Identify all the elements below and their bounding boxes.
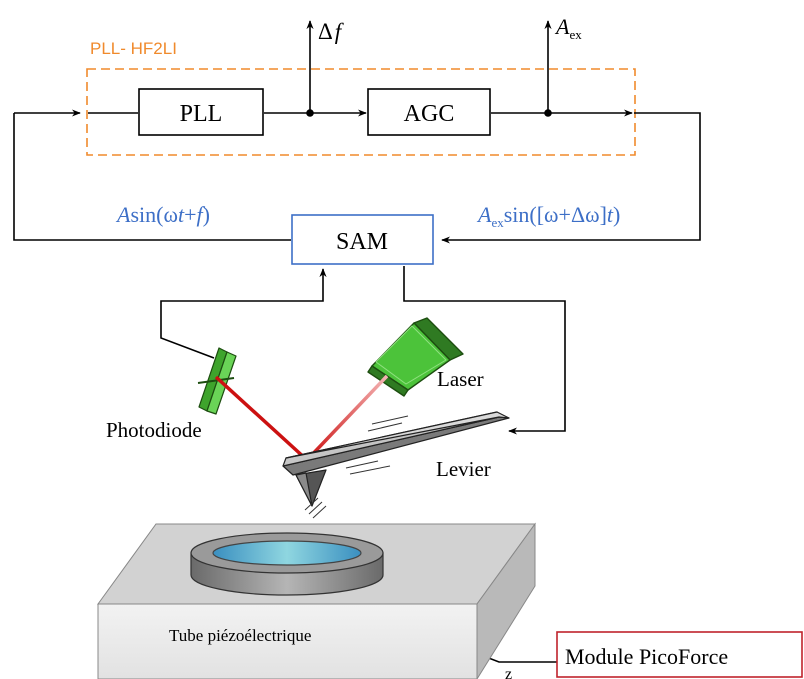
laser-label: Laser [437, 367, 484, 391]
laser-beam-reflected [214, 375, 309, 462]
levier-label: Levier [436, 457, 491, 481]
photodiode-label: Photodiode [106, 418, 202, 442]
wire-right-return [441, 112, 701, 244]
sam-block: SAM [291, 214, 434, 265]
pll-block-label: PLL [180, 101, 223, 127]
z-label: z [505, 666, 512, 679]
delta-f-output-label: Δf [318, 19, 345, 44]
signal-left-label: Asin(ωt+f) [115, 202, 210, 227]
junction-dot-delta-f [306, 109, 314, 117]
agc-block-label: AGC [404, 101, 455, 127]
junction-dot-aex [544, 109, 552, 117]
cantilever [282, 411, 510, 519]
tube-label: Tube piézoélectrique [169, 626, 311, 645]
pll-hf2li-label: PLL- HF2LI [90, 39, 177, 58]
agc-block: AGC [367, 88, 491, 136]
sam-block-label: SAM [336, 229, 388, 255]
pll-hf2li-box [86, 68, 636, 156]
module-picoforce-label: Module PicoForce [565, 644, 728, 669]
laser-beam-incident [305, 374, 389, 462]
sample-disc [190, 532, 384, 596]
wire-left-return [13, 113, 291, 241]
photodiode [197, 347, 237, 415]
aex-output-label: Aex [554, 14, 582, 42]
pll-hf2li-group: PLL- HF2LI [86, 39, 636, 156]
piezo-tube-front [97, 603, 478, 679]
pll-block: PLL [138, 88, 264, 136]
laser-module [367, 317, 464, 397]
signal-right-label: Aexsin([ω+Δω]t) [476, 202, 620, 230]
module-picoforce: Module PicoForce [556, 631, 803, 678]
wire-photodiode-to-sam [160, 268, 327, 359]
wire-sam-to-cantilever [403, 266, 566, 435]
